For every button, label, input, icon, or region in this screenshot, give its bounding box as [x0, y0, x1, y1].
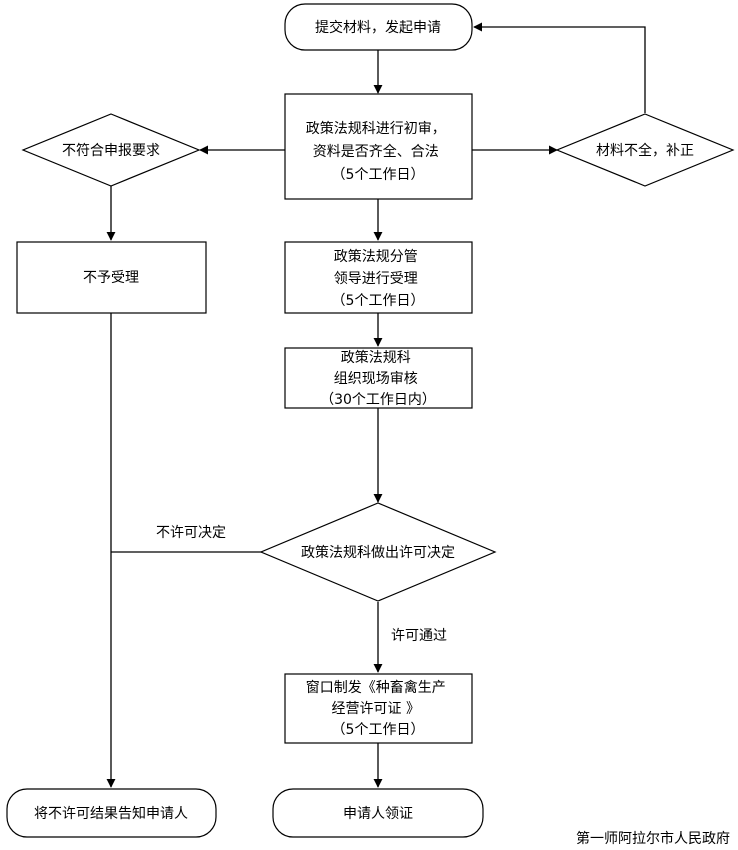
incomplete-text: 材料不全，补正 — [596, 142, 694, 159]
start-text: 提交材料，发起申请 — [315, 19, 441, 36]
notify-applicant-text: 将不许可结果告知申请人 — [34, 805, 188, 822]
reject-accept-text: 不予受理 — [83, 270, 139, 286]
svg-text:不予受理: 不予受理 — [83, 270, 139, 286]
node-site-review: 政策法规科 组织现场审核 （30个工作日内） — [284, 347, 473, 409]
not-compliant-shape — [21, 113, 201, 187]
reject-accept-shape — [16, 241, 207, 314]
connectors — [106, 22, 646, 788]
footer-organization: 第一师阿拉尔市人民政府 — [576, 830, 730, 847]
node-notify-applicant: 将不许可结果告知申请人 — [6, 788, 217, 838]
initial-review-shape — [284, 93, 473, 200]
svg-text:提交材料，发起申请: 提交材料，发起申请 — [315, 19, 441, 36]
decision-shape — [259, 502, 497, 602]
svg-text:政策法规科 组织现场审核 （30个工: 政策法规科 组织现场审核 （30个工作日内） — [320, 349, 436, 408]
edge-label-no-permit: 不许可决定 — [156, 525, 226, 541]
collect-cert-shape — [272, 788, 484, 838]
site-review-line-3: （30个工作日内） — [320, 392, 436, 408]
svg-text:政策法规科做出许可决定: 政策法规科做出许可决定 — [301, 544, 455, 561]
edge-label-permit-pass: 许可通过 — [391, 628, 447, 644]
node-start: 提交材料，发起申请 — [284, 3, 473, 51]
svg-text:政策法规科进行初审， 资料是否齐全、合法: 政策法规科进行初审， 资料是否齐全、合法 （5个工作日） — [306, 120, 450, 183]
svg-text:材料不全，补正: 材料不全，补正 — [596, 142, 694, 159]
node-incomplete: 材料不全，补正 — [555, 113, 735, 187]
issue-cert-line-1: 窗口制发《种畜禽生产 — [306, 679, 446, 696]
node-decision: 政策法规科做出许可决定 — [259, 502, 497, 602]
node-issue-cert: 窗口制发《种畜禽生产 经营许可证 》 （5个工作日） — [284, 673, 473, 744]
leader-accept-line-2: 领导进行受理 — [334, 271, 418, 287]
site-review-line-1: 政策法规科 — [341, 349, 411, 366]
leader-accept-line-3: （5个工作日） — [332, 293, 425, 309]
initial-review-line-2: 资料是否齐全、合法 — [313, 143, 439, 160]
svg-text:窗口制发《种畜禽生产 经营许可证 》: 窗口制发《种畜禽生产 经营许可证 》 （5个工作日） — [306, 679, 450, 738]
collect-cert-text: 申请人领证 — [343, 806, 413, 822]
decision-text: 政策法规科做出许可决定 — [301, 544, 455, 561]
notify-applicant-shape — [6, 788, 217, 838]
svg-text:申请人领证: 申请人领证 — [343, 806, 413, 822]
issue-cert-line-2: 经营许可证 》 — [332, 701, 420, 717]
node-initial-review: 政策法规科进行初审， 资料是否齐全、合法 （5个工作日） — [284, 93, 473, 200]
leader-accept-shape — [284, 241, 473, 314]
start-shape — [284, 3, 473, 51]
svg-text:将不许可结果告知申请人: 将不许可结果告知申请人 — [34, 805, 188, 822]
edge-incomplete-to-start — [473, 22, 646, 113]
svg-text:政策法规分管 领导进行受理 （5个工: 政策法规分管 领导进行受理 （5个工作日） — [332, 248, 425, 309]
site-review-line-2: 组织现场审核 — [334, 371, 418, 387]
svg-text:不符合申报要求: 不符合申报要求 — [62, 143, 160, 159]
incomplete-shape — [555, 113, 735, 187]
node-collect-cert: 申请人领证 — [272, 788, 484, 838]
node-not-compliant: 不符合申报要求 — [21, 113, 201, 187]
issue-cert-line-3: （5个工作日） — [332, 722, 425, 738]
initial-review-line-3: （5个工作日） — [332, 167, 425, 183]
node-reject-accept: 不予受理 — [16, 241, 207, 314]
leader-accept-line-1: 政策法规分管 — [334, 248, 418, 265]
site-review-shape — [284, 347, 473, 409]
not-compliant-text: 不符合申报要求 — [62, 143, 160, 159]
node-leader-accept: 政策法规分管 领导进行受理 （5个工作日） — [284, 241, 473, 314]
issue-cert-shape — [284, 673, 473, 744]
initial-review-line-1: 政策法规科进行初审， — [306, 120, 446, 137]
